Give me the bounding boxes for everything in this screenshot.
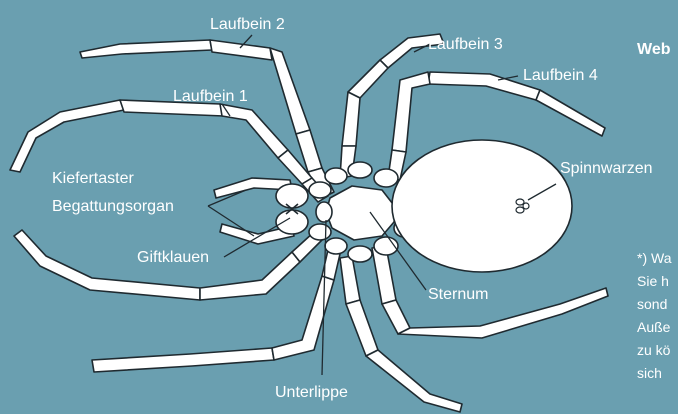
label-laufbein-1: Laufbein 1 — [173, 88, 248, 106]
note-line: *) Wa — [637, 247, 671, 270]
label-laufbein-3: Laufbein 3 — [428, 36, 503, 54]
note-line: sich — [637, 362, 671, 385]
labium-shape — [316, 202, 332, 222]
label-laufbein-2: Laufbein 2 — [210, 16, 285, 34]
label-giftklauen: Giftklauen — [137, 249, 209, 267]
label-unterlippe: Unterlippe — [275, 384, 348, 402]
side-note: *) Wa Sie h sond Auße zu kö sich — [637, 247, 671, 385]
note-line: zu kö — [637, 339, 671, 362]
label-begattungsorgan: Begattungsorgan — [52, 198, 174, 216]
note-line: Sie h — [637, 270, 671, 293]
note-line: Auße — [637, 316, 671, 339]
label-kiefertaster: Kiefertaster — [52, 170, 134, 188]
label-spinnwarzen: Spinnwarzen — [560, 160, 653, 178]
label-laufbein-4: Laufbein 4 — [523, 67, 598, 85]
abdomen-shape — [392, 140, 572, 272]
heading-web: Web — [637, 41, 670, 59]
note-line: sond — [637, 293, 671, 316]
label-sternum: Sternum — [428, 286, 488, 304]
